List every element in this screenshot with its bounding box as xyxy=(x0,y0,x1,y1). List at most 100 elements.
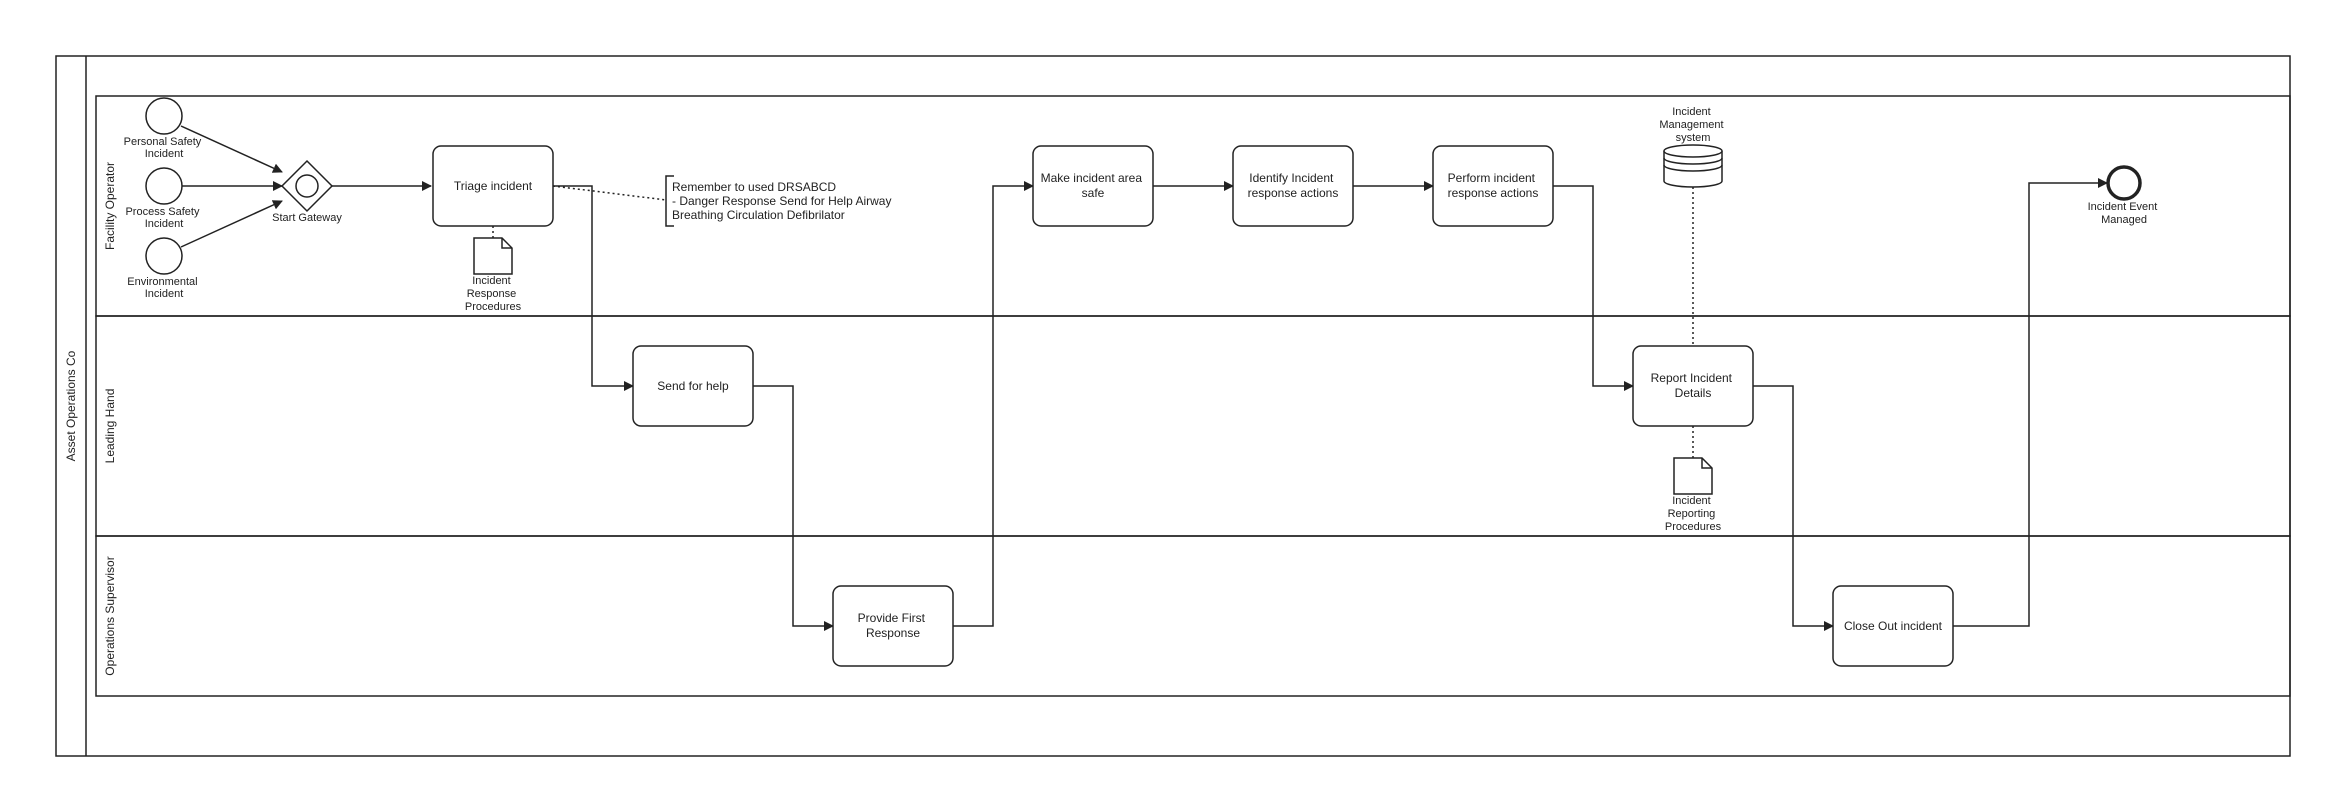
task-perform-incident-response-actions[interactable]: Perform incident response actions xyxy=(1432,145,1554,227)
label-line: Process Safety xyxy=(125,206,199,218)
label-line: Identify Incident xyxy=(1249,171,1334,185)
label-line: Personal Safety xyxy=(124,136,202,148)
annotation-line: - Danger Response Send for Help Airway xyxy=(672,194,891,208)
label-line: Close Out incident xyxy=(1844,619,1943,633)
flow-environmental-to-gateway[interactable] xyxy=(180,200,283,248)
document-incident-reporting-procedures[interactable]: Incident Reporting Procedures xyxy=(1665,457,1722,533)
label-line: Reporting xyxy=(1668,508,1716,520)
task-triage-incident[interactable]: Triage incident xyxy=(432,145,554,227)
lane-label-leading-hand: Leading Hand xyxy=(103,389,117,464)
document-fold xyxy=(501,238,512,249)
task-close-out-incident[interactable]: Close Out incident xyxy=(1832,585,1954,667)
database-ring xyxy=(1663,157,1723,165)
flow-first-response-to-make-safe[interactable] xyxy=(953,181,1034,627)
task-box[interactable] xyxy=(432,145,554,227)
pool-frame xyxy=(55,55,2291,757)
end-event-incident-managed[interactable]: Incident Event Managed xyxy=(2088,165,2161,226)
task-box[interactable] xyxy=(1232,145,1354,227)
database-icon[interactable] xyxy=(1663,151,1723,188)
svg-text:Perform incident respons: Perform incident response actions xyxy=(1448,171,1539,200)
svg-text:Close Out incident: Close Out incident xyxy=(1844,619,1943,633)
label-line: Incident xyxy=(145,288,184,300)
annotation-bracket[interactable] xyxy=(665,175,674,227)
task-report-incident-details[interactable]: Report Incident Details xyxy=(1632,345,1754,427)
task-provide-first-response[interactable]: Provide First Response xyxy=(832,585,954,667)
label-line: Incident xyxy=(145,218,184,230)
start-gateway[interactable]: Start Gateway xyxy=(272,159,342,224)
gateway-diamond[interactable] xyxy=(280,159,334,213)
lanes: Facility Operator Leading Hand Operation… xyxy=(95,95,2291,697)
task-box[interactable] xyxy=(1632,345,1754,427)
lane-operations-supervisor xyxy=(95,535,2291,697)
document-icon[interactable] xyxy=(1673,457,1713,495)
end-event-circle[interactable] xyxy=(2106,165,2142,201)
label-line: Incident xyxy=(145,148,184,160)
annotation-line: Remember to used DRSABCD xyxy=(672,180,836,194)
label-line: Incident Event xyxy=(2088,201,2158,213)
task-box[interactable] xyxy=(1832,585,1954,667)
flow-send-help-to-first-response[interactable] xyxy=(753,385,834,631)
associations xyxy=(492,185,1694,458)
lane-facility-operator xyxy=(95,95,2291,317)
label-line: Report Incident xyxy=(1651,371,1733,385)
start-event-environmental[interactable]: Environmental Incident xyxy=(127,237,200,300)
label-line: response actions xyxy=(1448,186,1539,200)
document-incident-response-procedures[interactable]: Incident Response Procedures xyxy=(465,237,522,313)
datastore-incident-management-system[interactable]: Incident Management system xyxy=(1659,106,1726,188)
label-line: Incident xyxy=(472,275,511,287)
task-box[interactable] xyxy=(1032,145,1154,227)
start-event-process-safety[interactable]: Process Safety Incident xyxy=(125,167,202,230)
svg-text:Report Incident Details: Report Incident Details xyxy=(1651,371,1736,400)
gateway-label: Start Gateway xyxy=(272,212,342,224)
label-line: Incident xyxy=(1672,495,1711,507)
database-top xyxy=(1663,144,1723,158)
svg-text:Triage incident: Triage incident xyxy=(454,179,533,193)
label-line: Procedures xyxy=(1665,521,1722,533)
flow-perform-to-report[interactable] xyxy=(1553,185,1634,391)
svg-text:Incident Event Managed: Incident Event Managed xyxy=(2088,201,2161,226)
task-identify-incident-response-actions[interactable]: Identify Incident response actions xyxy=(1232,145,1354,227)
start-event-circle[interactable] xyxy=(145,97,183,135)
label-line: Provide First xyxy=(858,611,926,625)
task-box[interactable] xyxy=(1432,145,1554,227)
svg-text:Identify Incident respon: Identify Incident response actions xyxy=(1248,171,1339,200)
flow-personal-to-gateway[interactable] xyxy=(180,125,283,173)
label-line: Triage incident xyxy=(454,179,533,193)
pool-label: Asset Operations Co xyxy=(64,350,78,461)
label-line: Details xyxy=(1675,386,1712,400)
svg-text:Incident Response: Incident Response Procedures xyxy=(465,275,522,313)
document-icon[interactable] xyxy=(473,237,513,275)
svg-text:Make incident area safe: Make incident area safe xyxy=(1041,171,1146,200)
label-line: Managed xyxy=(2101,214,2147,226)
flow-close-out-to-end[interactable] xyxy=(1953,178,2108,627)
svg-text:Remember to used DRSABCD: Remember to used DRSABCD - Danger Respon… xyxy=(672,180,895,222)
lane-label-operations-supervisor: Operations Supervisor xyxy=(103,556,117,675)
flow-triage-to-send-help[interactable] xyxy=(553,185,634,391)
label-line: safe xyxy=(1082,186,1105,200)
task-box[interactable] xyxy=(832,585,954,667)
label-line: Perform incident xyxy=(1448,171,1536,185)
annotation-line: Breathing Circulation Defibrilator xyxy=(672,208,845,222)
task-send-for-help[interactable]: Send for help xyxy=(632,345,754,427)
document-fold xyxy=(1701,458,1712,469)
gateway-event-circle xyxy=(295,174,319,198)
label-line: Response xyxy=(866,626,920,640)
label-line: Send for help xyxy=(657,379,729,393)
association-triage-annotation[interactable] xyxy=(552,185,667,201)
database-ring xyxy=(1663,164,1723,172)
svg-text:Process Safety Incident: Process Safety Incident xyxy=(125,206,202,230)
label-line: Environmental xyxy=(127,276,197,288)
task-box[interactable] xyxy=(632,345,754,427)
text-annotation-drsabcd[interactable]: Remember to used DRSABCD - Danger Respon… xyxy=(665,175,895,227)
start-event-circle[interactable] xyxy=(145,237,183,275)
sequence-flows xyxy=(180,125,2108,631)
start-event-circle[interactable] xyxy=(145,167,183,205)
flow-report-to-close-out[interactable] xyxy=(1753,385,1834,631)
start-event-personal-safety[interactable]: Personal Safety Incident xyxy=(124,97,205,160)
label-line: Management xyxy=(1659,119,1723,131)
svg-text:Incident Management: Incident Management system xyxy=(1659,106,1726,144)
svg-text:Environmental Incident: Environmental Incident xyxy=(127,276,200,300)
pool: Asset Operations Co xyxy=(55,55,2291,757)
task-make-incident-area-safe[interactable]: Make incident area safe xyxy=(1032,145,1154,227)
